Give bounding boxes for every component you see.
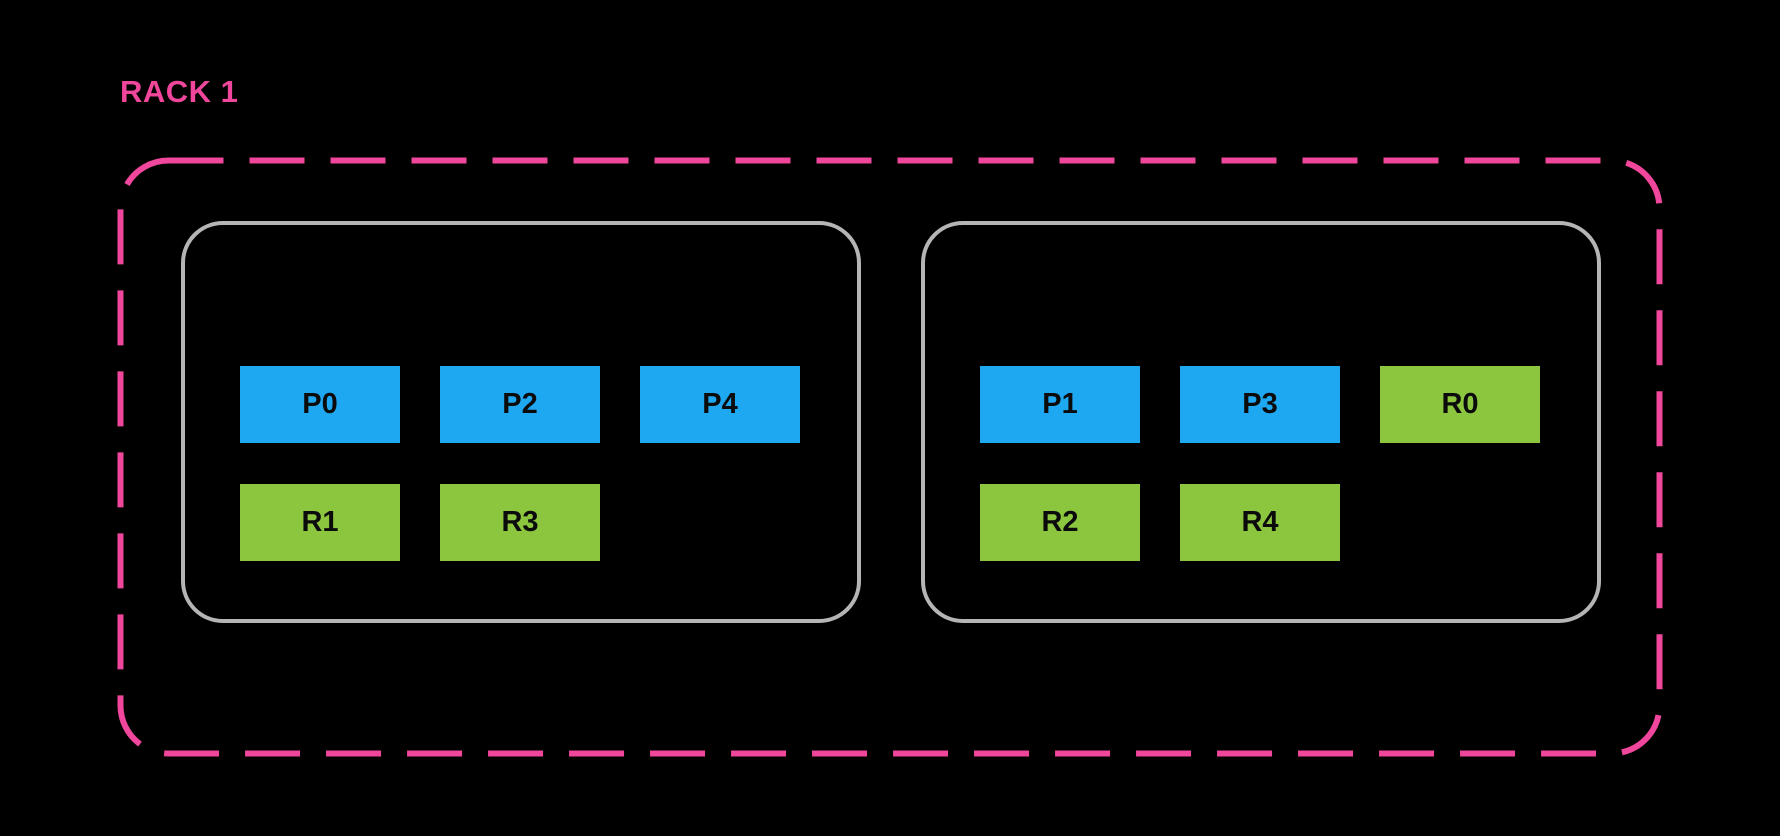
node-1: P1 P3 R0 R2 R4 <box>921 221 1601 623</box>
rack-title: RACK 1 <box>120 74 239 109</box>
chip-r4: R4 <box>1180 484 1340 561</box>
chip-p4-label: P4 <box>702 388 738 420</box>
rack-outline-rect <box>117 157 1663 757</box>
rack-dashed-outline <box>117 157 1663 757</box>
chip-p0: P0 <box>240 366 400 443</box>
chip-r0: R0 <box>1380 366 1540 443</box>
chip-p1: P1 <box>980 366 1140 443</box>
chip-r2-label: R2 <box>1041 506 1079 538</box>
chip-p3: P3 <box>1180 366 1340 443</box>
chip-p0-label: P0 <box>302 388 338 420</box>
chip-r1: R1 <box>240 484 400 561</box>
chip-r3-label: R3 <box>501 506 539 538</box>
chip-p3-label: P3 <box>1242 388 1278 420</box>
chip-r0-label: R0 <box>1441 388 1479 420</box>
node-0: P0 P2 P4 R1 R3 <box>181 221 861 623</box>
chip-p4: P4 <box>640 366 800 443</box>
chip-r2: R2 <box>980 484 1140 561</box>
chip-p1-label: P1 <box>1042 388 1078 420</box>
chip-r1-label: R1 <box>301 506 339 538</box>
chip-p2: P2 <box>440 366 600 443</box>
chip-p2-label: P2 <box>502 388 538 420</box>
chip-r3: R3 <box>440 484 600 561</box>
chip-r4-label: R4 <box>1241 506 1279 538</box>
